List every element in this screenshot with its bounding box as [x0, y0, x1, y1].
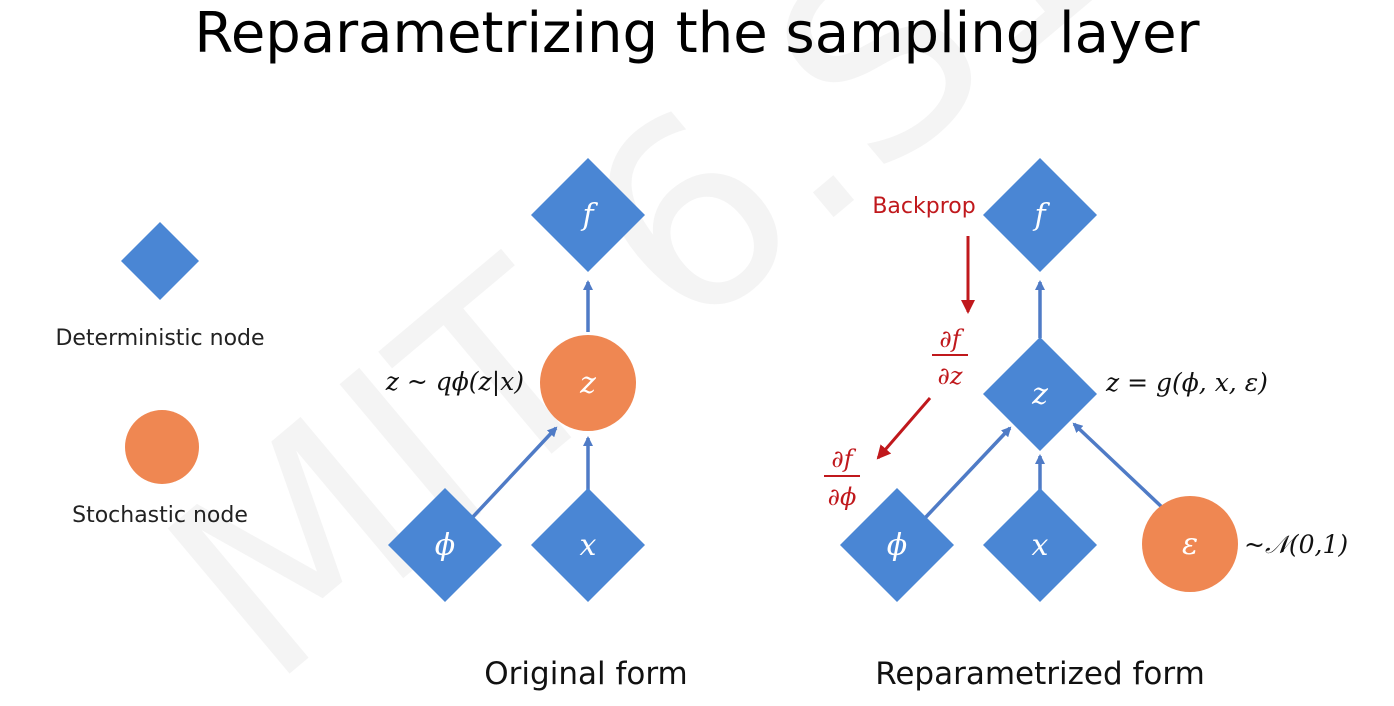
reparam-node-z: [983, 337, 1097, 451]
original-node-phi: [388, 488, 502, 602]
reparam-node-x-label: x: [1032, 528, 1049, 563]
grad-phi-denominator: ∂ϕ: [828, 483, 857, 511]
slide-title: Reparametrizing the sampling layer: [194, 1, 1200, 66]
legend-stochastic-label: Stochastic node: [72, 503, 248, 528]
reparam-edge-phi-to-z: [923, 426, 1012, 520]
reparam-node-phi-label: ϕ: [887, 528, 907, 563]
original-form-graph: f z ϕ x z ~ qϕ(z|x) Original form: [385, 158, 688, 692]
original-edge-phi-to-z: [468, 426, 558, 522]
reparametrized-form-graph: f z ϕ x ε z = g(ϕ, x, ε) ~𝒩(0,1) Backpro…: [824, 158, 1348, 692]
reparam-node-eps-label: ε: [1182, 527, 1198, 562]
watermark: MIT 6.S191: [116, 0, 1394, 706]
reparam-node-f: [983, 158, 1097, 272]
gradient-df-dphi: ∂f ∂ϕ: [824, 445, 860, 511]
eps-distribution: ~𝒩(0,1): [1244, 530, 1348, 559]
grad-z-numerator: ∂f: [939, 325, 964, 353]
original-node-z: [540, 335, 636, 431]
legend-deterministic-label: Deterministic node: [55, 326, 264, 351]
grad-z-denominator: ∂z: [937, 362, 962, 390]
backprop-label: Backprop: [872, 194, 975, 219]
reparam-node-x: [983, 488, 1097, 602]
reparam-edge-eps-to-z: [1072, 422, 1167, 512]
gradient-df-dz: ∂f ∂z: [932, 325, 968, 390]
original-node-phi-label: ϕ: [435, 528, 455, 563]
original-node-x-label: x: [580, 528, 597, 563]
grad-phi-numerator: ∂f: [831, 445, 856, 473]
original-node-x: [531, 488, 645, 602]
original-form-caption: Original form: [484, 656, 687, 692]
original-z-equation: z ~ qϕ(z|x): [385, 367, 524, 397]
reparam-node-eps: [1142, 496, 1238, 592]
legend: Deterministic node Stochastic node: [55, 222, 265, 528]
legend-stochastic-node: [125, 410, 199, 484]
legend-deterministic-node: [121, 222, 199, 300]
original-node-z-label: z: [579, 366, 596, 401]
reparam-z-equation: z = g(ϕ, x, ε): [1105, 368, 1268, 397]
original-node-f: [531, 158, 645, 272]
backprop-arrow-to-phi: [876, 397, 932, 460]
reparam-node-phi: [840, 488, 954, 602]
reparam-node-z-label: z: [1031, 377, 1048, 412]
reparametrized-form-caption: Reparametrized form: [875, 656, 1205, 692]
